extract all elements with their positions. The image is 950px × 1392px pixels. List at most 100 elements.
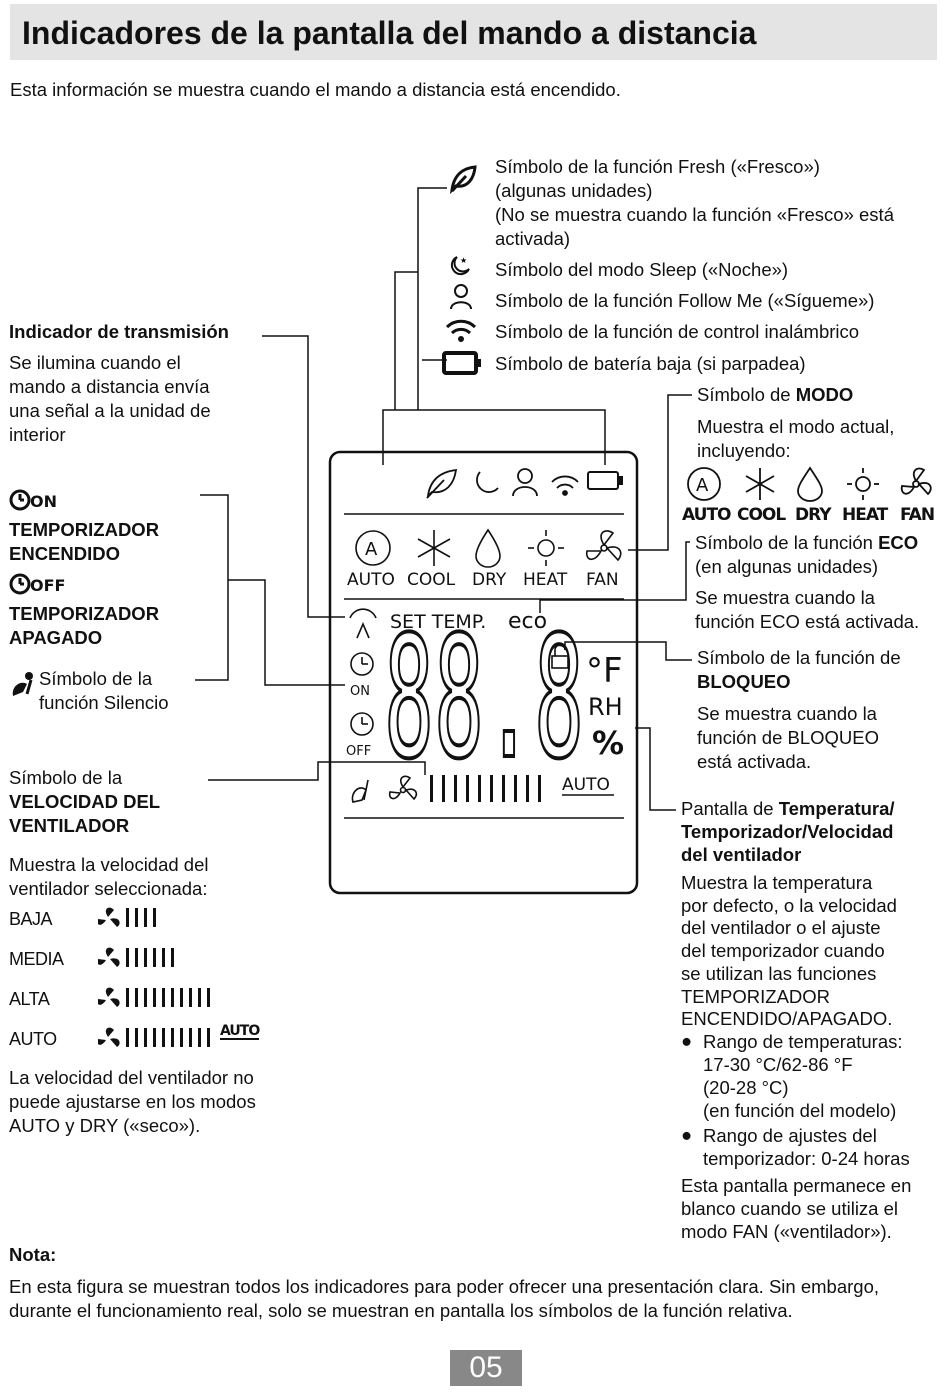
lcd-cool-icon <box>417 530 451 566</box>
speed-low-label: BAJA <box>9 909 53 929</box>
lcd-mode-heat: HEAT <box>523 570 568 590</box>
speed-bar <box>153 908 156 927</box>
speed-bar <box>135 908 138 927</box>
speed-auto-badge: AUTO <box>220 1023 260 1040</box>
temp-range-bullet: Rango de temperaturas: 17-30 °C/62-86 °F… <box>703 1031 903 1121</box>
speed-bar <box>135 948 138 967</box>
transmission-title: Indicador de transmisión <box>9 321 229 342</box>
speed-bar <box>162 948 165 967</box>
lcd-speed-bar <box>502 775 505 802</box>
lcd-lock-icon <box>551 644 569 669</box>
remote-lcd-display: A AUTO COOL DRY HEAT FAN SET TEMP. eco O… <box>328 450 639 895</box>
fan-icon <box>98 1027 120 1047</box>
timer-off-badge: OFF <box>30 576 65 595</box>
speed-bar <box>144 1028 147 1047</box>
auto-mode-icon: A <box>687 467 721 501</box>
fan-speed-row <box>98 947 174 967</box>
speed-bar <box>144 908 147 927</box>
eco-title: Símbolo de la función ECO <box>695 532 919 553</box>
lcd-auto: AUTO <box>562 775 610 795</box>
lcd-speed-bar <box>490 775 493 802</box>
lcd-set-temp: SET TEMP. <box>390 611 486 633</box>
lcd-mode-auto: AUTO <box>347 570 395 590</box>
fan-speed-row <box>98 1027 210 1047</box>
transmission-desc: Se ilumina cuando el mando a distancia e… <box>9 352 211 445</box>
leaf-icon <box>448 164 478 199</box>
intro-text: Esta información se muestra cuando el ma… <box>10 79 621 100</box>
lcd-speed-bar <box>466 775 469 802</box>
fan-icon <box>900 467 932 496</box>
temp-display-desc: Muestra la temperatura por defecto, o la… <box>681 872 897 1030</box>
lcd-speed-bar <box>430 775 433 802</box>
speed-bar <box>171 1028 174 1047</box>
mode-icons-row: A <box>687 466 932 502</box>
lcd-timer-on-icon <box>350 652 374 676</box>
lcd-dry-icon <box>475 528 501 568</box>
speed-bar <box>180 988 183 1007</box>
speed-bar <box>180 1028 183 1047</box>
lcd-off-label: OFF <box>346 744 371 759</box>
lcd-rh: RH <box>588 693 623 721</box>
lcd-mode-fan: FAN <box>586 570 619 590</box>
speed-bar <box>207 988 210 1007</box>
speed-bar <box>144 988 147 1007</box>
speed-bar <box>171 988 174 1007</box>
lcd-auto-icon: A <box>355 530 391 566</box>
follow-desc: Símbolo de la función Follow Me («Síguem… <box>495 290 875 311</box>
speed-bar <box>153 948 156 967</box>
lcd-silence-icon <box>351 779 369 803</box>
speed-bar <box>153 1028 156 1047</box>
speed-bar <box>189 988 192 1007</box>
page-number: 05 <box>450 1350 522 1386</box>
sleep-moon-icon: ★ <box>448 254 472 283</box>
speed-bar <box>162 988 165 1007</box>
mode-label-cool: COOL <box>737 505 786 525</box>
timer-range-bullet: Rango de ajustes del temporizador: 0-24 … <box>703 1125 910 1169</box>
heat-sun-icon <box>847 468 879 500</box>
lcd-mode-cool: COOL <box>407 570 456 590</box>
silence-desc: Símbolo de la función Silencio <box>39 668 169 713</box>
lcd-battery-icon <box>587 471 623 490</box>
eco-sub: (en algunas unidades) <box>695 556 879 577</box>
lcd-percent: % <box>592 724 624 762</box>
fan-icon <box>98 907 120 927</box>
lcd-speed-bar <box>526 775 529 802</box>
timer-on-icon: ON <box>9 488 61 517</box>
timer-off-icon: OFF <box>9 572 71 601</box>
temp-display-footer: Esta pantalla permanece en blanco cuando… <box>681 1175 912 1242</box>
bullet-dot: ● <box>681 1124 693 1145</box>
fan-speed-desc: Muestra la velocidad del ventilador sele… <box>9 854 209 899</box>
page-title: Indicadores de la pantalla del mando a d… <box>22 15 757 51</box>
wireless-icon <box>444 318 478 349</box>
lcd-speed-bar <box>442 775 445 802</box>
sleep-desc: Símbolo del modo Sleep («Noche») <box>495 259 789 280</box>
mode-title: Símbolo de MODO <box>697 384 854 405</box>
lcd-unit-f: °F <box>586 651 623 691</box>
mode-label-auto: AUTO <box>682 505 731 525</box>
dry-drop-icon <box>797 466 823 502</box>
speed-auto-label: AUTO <box>9 1029 57 1049</box>
battery-icon <box>442 350 482 381</box>
svg-text:A: A <box>696 475 709 496</box>
speed-rows-graphic <box>98 907 210 1047</box>
lcd-fan-icon <box>585 530 622 562</box>
fresh-desc: Símbolo de la función Fresh («Fresco») (… <box>495 156 894 249</box>
mode-label-heat: HEAT <box>842 505 888 525</box>
svg-text:A: A <box>365 539 378 560</box>
speed-bar <box>126 948 129 967</box>
lcd-digits: 88.8 <box>384 600 584 796</box>
lcd-on-label: ON <box>350 684 370 699</box>
lcd-transmission-icon <box>349 608 377 639</box>
timer-on-label: TEMPORIZADOR ENCENDIDO <box>9 519 160 564</box>
lock-title: Símbolo de la función de BLOQUEO <box>697 647 901 692</box>
speed-bar <box>126 908 129 927</box>
bullet-dot: ● <box>681 1030 693 1051</box>
fan-icon <box>98 987 120 1007</box>
cool-snowflake-icon <box>745 468 775 500</box>
timer-on-badge: ON <box>30 492 57 511</box>
mode-label-fan: FAN <box>900 505 935 525</box>
speed-bar <box>126 988 129 1007</box>
lock-desc: Se muestra cuando la función de BLOQUEO … <box>697 703 880 772</box>
speed-bar <box>207 1028 210 1047</box>
